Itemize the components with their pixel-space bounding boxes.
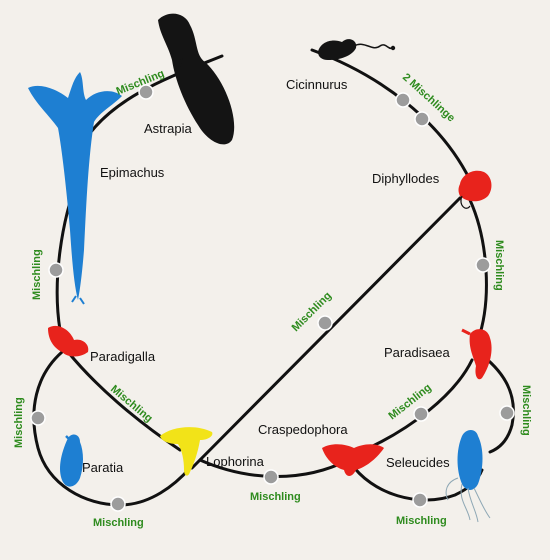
label-craspedophora: Craspedophora xyxy=(258,422,348,437)
label-lophorina: Lophorina xyxy=(206,454,265,469)
astrapia-bird-icon xyxy=(158,13,235,145)
hybrid-label-paratia-lophorina: Mischling xyxy=(93,517,144,529)
hybrid-node-epimachus-paradigalla xyxy=(48,262,64,278)
hybrid-node-paradisaea-seleucides xyxy=(499,405,515,421)
hybrid-label-epimachus-paradigalla: Mischling xyxy=(31,249,43,300)
hybrid-node-craspedophora-seleucides xyxy=(412,492,428,508)
hybrid-label-craspedophora-seleucides: Mischling xyxy=(396,515,447,527)
label-cicinnurus: Cicinnurus xyxy=(286,77,348,92)
hybrid-label-diphyllodes-paradisaea: Mischling xyxy=(493,240,505,291)
hybrid-node-diphyllodes-paradisaea xyxy=(475,257,491,273)
cicinnurus-bird-icon xyxy=(318,39,396,60)
hybrid-node-cicinnurus-diphyllodes-1 xyxy=(395,92,411,108)
link-paradisaea-seleucides xyxy=(476,350,515,454)
link-paradigalla-paratia xyxy=(32,350,192,507)
hybrid-label-paradisaea-seleucides: Mischling xyxy=(520,385,532,436)
hybrid-label-paradigalla-paratia: Mischling xyxy=(13,397,25,448)
paratia-bird-icon xyxy=(60,434,83,487)
hybrid-label-paradigalla-lophorina: Mischling xyxy=(108,383,155,425)
label-epimachus: Epimachus xyxy=(100,165,165,180)
seleucides-bird-icon xyxy=(445,430,491,523)
diphyllodes-bird-icon xyxy=(458,170,492,209)
hybrid-node-paradisaea-craspedophora xyxy=(413,406,429,422)
hybrid-node-paratia-lophorina xyxy=(110,496,126,512)
label-paratia: Paratia xyxy=(82,460,124,475)
link-paradisaea-craspedophora xyxy=(358,358,474,454)
hybrid-label-lophorina-craspedophora: Mischling xyxy=(250,491,301,503)
label-diphyllodes: Diphyllodes xyxy=(372,171,440,186)
craspedophora-bird-icon xyxy=(322,444,384,476)
hybrid-node-paradigalla-paratia xyxy=(30,410,46,426)
hybrid-node-cicinnurus-diphyllodes-2 xyxy=(414,111,430,127)
link-diphyllodes-lophorina xyxy=(190,196,462,470)
epimachus-bird-icon xyxy=(28,72,122,305)
paradigalla-bird-icon xyxy=(48,325,89,357)
hybrid-node-astrapia-epimachus xyxy=(138,84,154,100)
label-astrapia: Astrapia xyxy=(144,121,192,136)
paradisaea-bird-icon xyxy=(461,328,492,380)
lophorina-bird-icon xyxy=(160,427,213,476)
hybrid-node-lophorina-craspedophora xyxy=(263,469,279,485)
label-paradisaea: Paradisaea xyxy=(384,345,451,360)
label-seleucides: Seleucides xyxy=(386,455,450,470)
hybrid-node-diphyllodes-lophorina xyxy=(317,315,333,331)
label-paradigalla: Paradigalla xyxy=(90,349,156,364)
